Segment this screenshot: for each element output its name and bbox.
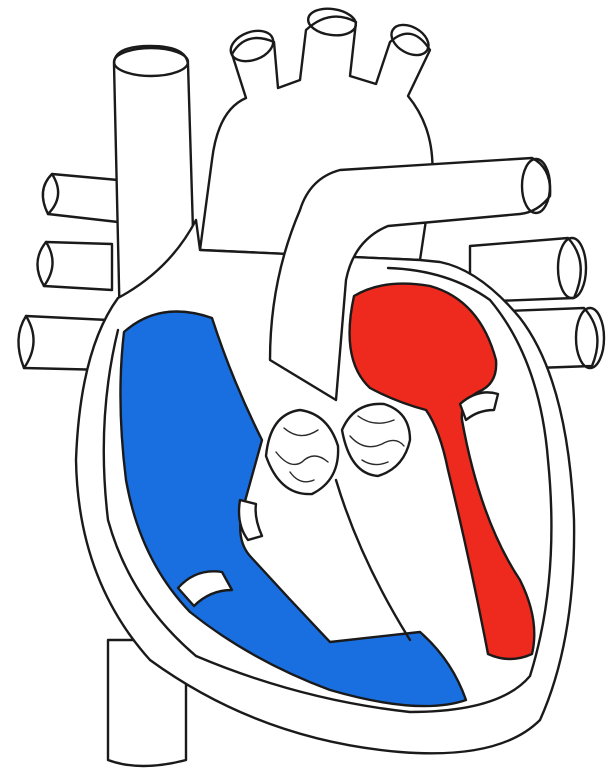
heart-diagram xyxy=(0,0,610,778)
